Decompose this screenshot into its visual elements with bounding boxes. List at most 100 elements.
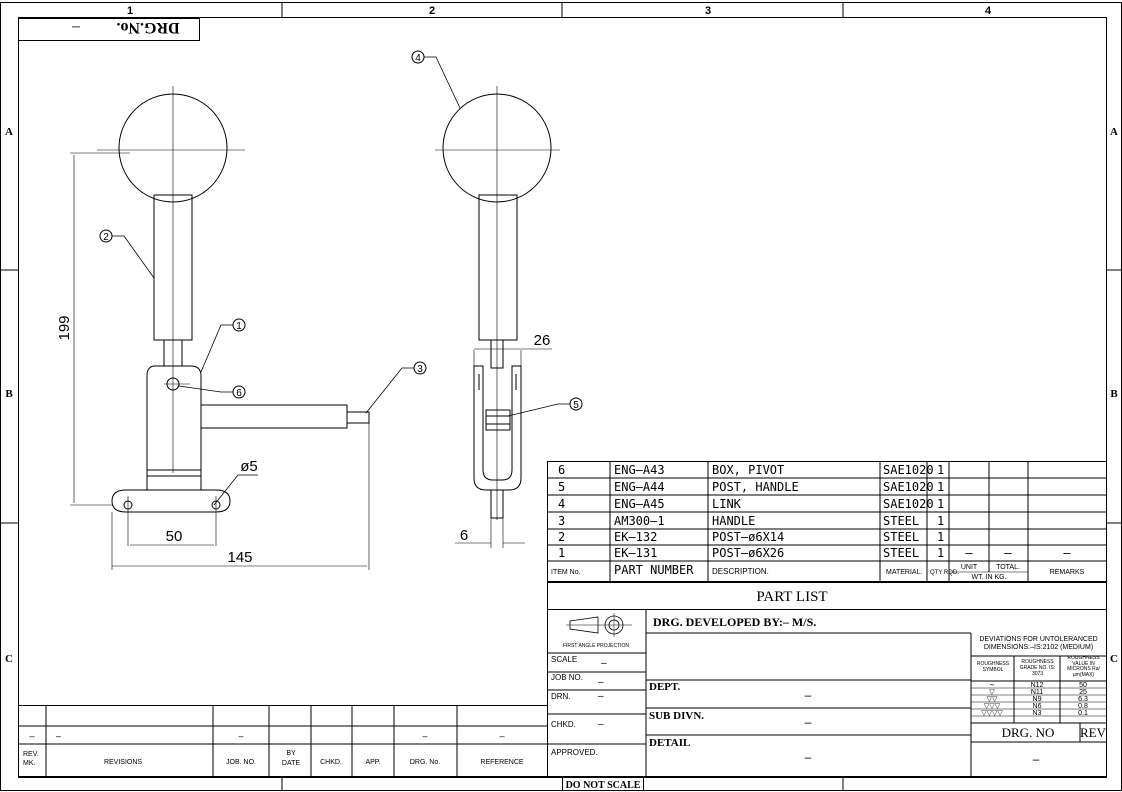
part-row-5-material: STEEL	[883, 530, 919, 544]
roughness-r1-value: 50	[1079, 682, 1087, 689]
balloon-2: 2	[99, 229, 155, 279]
part-row-4-material: STEEL	[883, 514, 919, 528]
leader-dia-5	[213, 474, 258, 506]
part-row-3-material: SAE1020	[883, 497, 934, 511]
revisions-grid	[18, 705, 548, 777]
rev-row-ref: –	[499, 731, 504, 741]
deviations-note: DEVIATIONS FOR UNTOLERANCED DIMENSIONS:–…	[979, 636, 1098, 651]
roughness-r4-grade: N6	[1033, 703, 1042, 710]
sub-divn-value: –	[805, 715, 812, 729]
part-row-1-desc: BOX, PIVOT	[712, 463, 784, 477]
part-row-5-qty: 1	[937, 530, 944, 544]
part-row-3-item: 4	[558, 497, 565, 511]
hdr-reference: REFERENCE	[480, 759, 524, 766]
rev-row-drg: –	[422, 731, 427, 741]
dim-50: 50	[166, 528, 183, 545]
part-row-2-item: 5	[558, 480, 565, 494]
roughness-symbol-header: ROUGHNESS SYMBOL	[976, 661, 1010, 673]
hdr-job-no: JOB. NO.	[226, 759, 256, 766]
drg-no-top-value: –	[71, 19, 81, 36]
first-angle-projection-icon	[566, 613, 632, 637]
hdr-description: DESCRIPTION.	[712, 567, 769, 576]
hdr-remarks: REMARKS	[1050, 569, 1085, 576]
zone-row-a-right: A	[1110, 126, 1118, 138]
balloon-6: 6	[178, 385, 246, 399]
hdr-rev-mk: REV. MK.	[23, 751, 39, 767]
sub-divn-label: SUB DIVN.	[649, 710, 704, 722]
roughness-r2-value: 25	[1079, 689, 1087, 696]
hdr-by-date: BY DATE	[281, 750, 301, 767]
rev-row-mk: –	[29, 731, 34, 741]
part-row-4-qty: 1	[937, 514, 944, 528]
roughness-r1-grade: N12	[1031, 682, 1044, 689]
dept-value: –	[805, 688, 812, 702]
part-row-6-remarks: –	[1063, 546, 1071, 560]
zone-row-b-right: B	[1110, 388, 1118, 400]
do-not-scale-box: DO NOT SCALE	[562, 777, 644, 791]
part-row-2-part: ENG–A44	[614, 480, 665, 494]
part-row-1-material: SAE1020	[883, 463, 934, 477]
dim-26: 26	[534, 332, 551, 349]
part-row-4-desc: HANDLE	[712, 514, 755, 528]
part-row-3-part: ENG–A45	[614, 497, 665, 511]
rev-label: REV	[1080, 725, 1107, 740]
part-row-3-desc: LINK	[712, 497, 742, 511]
hdr-qty: QTY RQD.	[930, 570, 959, 576]
approved-label: APPROVED.	[551, 748, 598, 757]
hdr-wt: WT. IN KG.	[972, 574, 1007, 581]
scale-value: –	[601, 658, 607, 669]
drg-no-top-label: DRG.No.	[116, 19, 179, 36]
roughness-r2-grade: N11	[1031, 689, 1043, 696]
roughness-r3-value: 6.3	[1078, 696, 1088, 703]
part-row-1-part: ENG–A43	[614, 463, 665, 477]
dim-6: 6	[460, 527, 468, 544]
front-view	[70, 86, 370, 570]
drg-no-label: DRG. NO	[1002, 725, 1055, 740]
dept-label: DEPT.	[649, 681, 681, 693]
svg-text:3: 3	[417, 364, 423, 375]
part-row-6-unit: –	[965, 546, 973, 560]
part-row-6-material: STEEL	[883, 546, 919, 560]
roughness-r3-grade: N9	[1033, 696, 1042, 703]
part-list-title: PART LIST	[756, 589, 827, 605]
dim-145: 145	[227, 549, 252, 566]
zone-row-c-left: C	[5, 653, 13, 665]
part-row-6-item: 1	[558, 546, 565, 560]
roughness-r4-symbol: ▽▽▽	[984, 703, 1001, 710]
roughness-grade-header: ROUGHNESS GRADE NO. IS: 3073	[1019, 659, 1056, 677]
drg-no-value: –	[1033, 752, 1040, 766]
svg-text:5: 5	[573, 400, 579, 411]
developed-by: DRG. DEVELOPED BY:– M/S.	[653, 615, 816, 629]
zone-row-c-right: C	[1110, 653, 1118, 665]
rev-row-job: –	[238, 731, 243, 741]
scale-label: SCALE	[551, 655, 577, 664]
hdr-material: MATERIAL.	[886, 569, 922, 576]
part-row-2-desc: POST, HANDLE	[712, 480, 799, 494]
zone-col-3: 3	[705, 5, 711, 17]
roughness-r4-value: 0.8	[1078, 703, 1088, 710]
roughness-r5-value: 0.1	[1078, 710, 1088, 717]
svg-text:6: 6	[236, 388, 242, 399]
job-no-value: –	[598, 677, 604, 688]
part-row-4-item: 3	[558, 514, 565, 528]
chkd-label: CHKD.	[551, 720, 576, 729]
part-row-2-qty: 1	[937, 480, 944, 494]
hdr-total: TOTAL.	[996, 564, 1020, 571]
part-row-4-part: AM300–1	[614, 514, 665, 528]
part-row-5-item: 2	[558, 530, 565, 544]
zone-col-4: 4	[985, 5, 992, 17]
part-row-6-part: EK–131	[614, 546, 657, 560]
detail-value: –	[805, 750, 812, 764]
part-row-6-desc: POST–ø6X26	[712, 546, 784, 560]
part-row-1-item: 6	[558, 463, 565, 477]
detail-label: DETAIL	[649, 737, 690, 749]
hdr-part-number: PART NUMBER	[614, 563, 694, 577]
balloon-4: 4	[411, 50, 461, 109]
hdr-drg-no: DRG. No.	[410, 759, 440, 766]
dim-199: 199	[56, 315, 73, 340]
zone-row-b-left: B	[5, 388, 13, 400]
roughness-r2-symbol: ▽	[989, 689, 995, 696]
drn-value: –	[598, 691, 604, 702]
dim-dia-5: ø5	[240, 458, 258, 475]
roughness-r1-symbol: ∼	[989, 682, 995, 689]
